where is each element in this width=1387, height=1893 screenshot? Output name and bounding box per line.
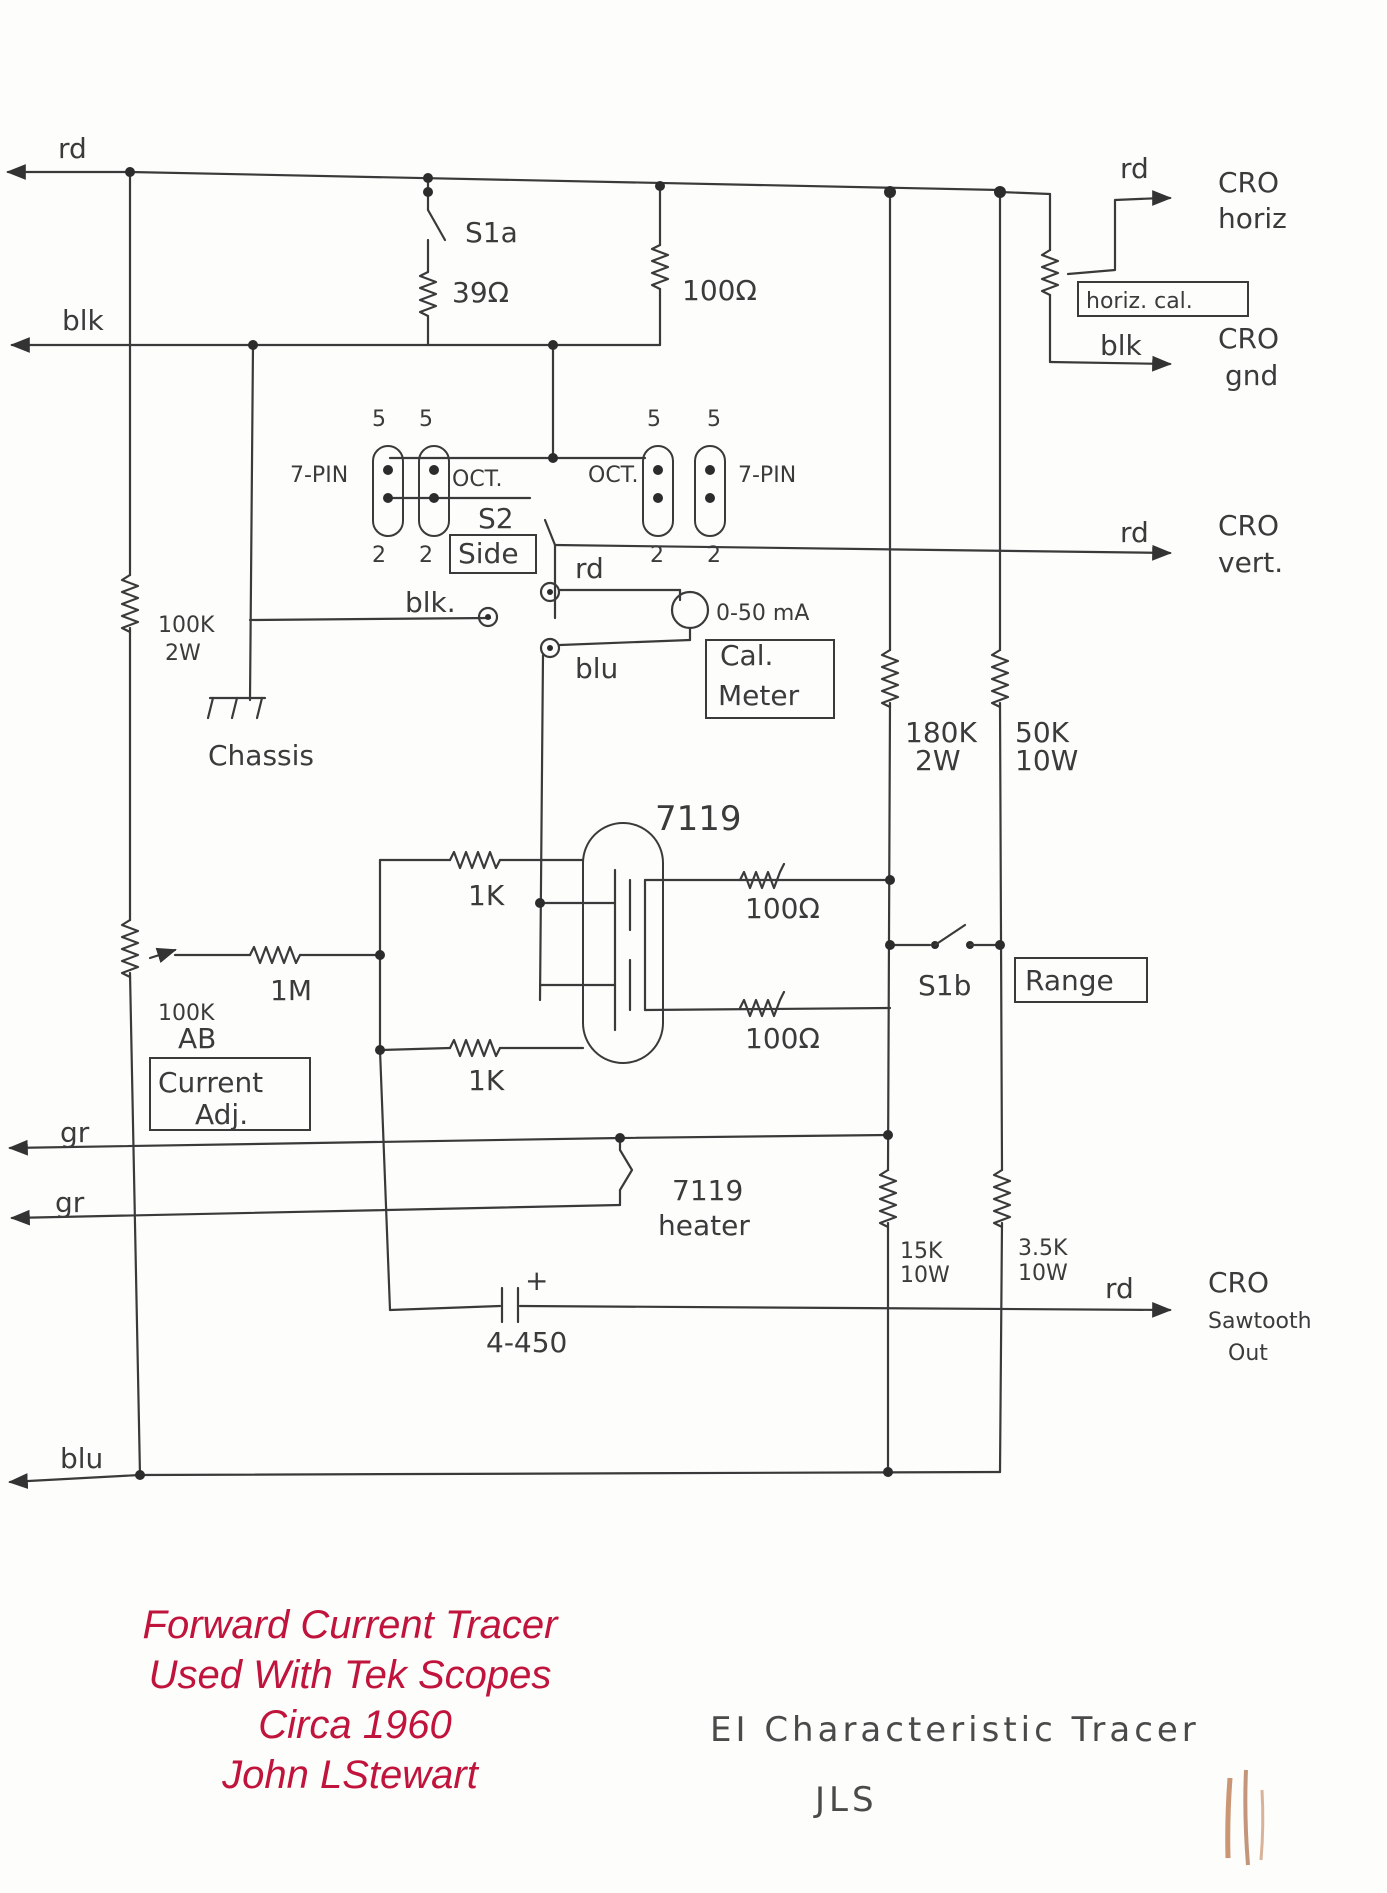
label-tube: 7119 [655,799,742,839]
label-chassis: Chassis [208,739,314,772]
left-bus [120,170,142,1477]
label-blu-bottom: blu [60,1442,103,1475]
capacitor-4-450 [388,1286,1172,1324]
label-cro-gnd-2: gnd [1225,359,1278,392]
label-meter-range: 0-50 mA [716,601,809,626]
label-180k-w: 2W [915,744,961,777]
label-gr-top: gr [60,1116,90,1149]
label-blk-gnd: blk [1100,329,1143,362]
label-horiz-cal: horiz. cal. [1086,289,1193,314]
heater-wires [8,1133,890,1226]
label-180k: 180K [905,716,977,749]
signature-initials: JLS [815,1780,878,1820]
label-rd-horiz: rd [1120,152,1149,185]
socket-wiring [248,343,1172,1002]
label-cro-gnd-1: CRO [1218,322,1279,355]
label-oct-right: OCT. [588,463,639,488]
label-pot-100k: 100K [158,1001,215,1026]
label-7pin-right: 7-PIN [738,463,796,488]
rail-blu-bottom [8,1470,1002,1489]
label-r100: 100Ω [682,274,757,307]
label-r39: 39Ω [452,276,509,309]
r100-top [650,184,670,347]
label-blk-jack: blk. [405,586,456,619]
tube-7119 [538,822,892,1064]
label-50k: 50K [1015,716,1070,749]
label-cro-horiz-1: CRO [1218,166,1279,199]
label-50k-w: 10W [1015,744,1078,777]
label-oct-left: OCT. [452,467,503,492]
bus-50k [990,190,1012,1474]
s1a-branch [418,176,447,347]
label-pin2-d: 2 [707,543,721,568]
label-1m: 1M [270,974,312,1007]
label-pin5-a: 5 [372,407,386,432]
junction-dots [125,167,1006,1480]
label-cal: Cal. [720,639,773,672]
label-pin2-b: 2 [419,543,433,568]
chassis-ground-symbol [206,696,267,720]
label-pin2-c: 2 [650,543,664,568]
caption-line-2: Used With Tek Scopes [148,1653,552,1697]
label-blu-jack: blu [575,652,618,685]
caption-line-4: John LStewart [222,1753,478,1797]
label-2w: 2W [165,641,201,666]
label-cro-horiz-2: horiz [1218,202,1287,235]
label-adj: Adj. [195,1098,248,1131]
current-adj-box [149,1057,311,1131]
horiz-cal-pot [998,190,1249,372]
label-100k: 100K [158,613,215,638]
label-100-tube-top: 100Ω [745,892,820,925]
caption-line-3: Circa 1960 [258,1703,452,1747]
label-1k-bottom: 1K [468,1064,505,1097]
label-pin5-c: 5 [647,407,661,432]
label-rd-top: rd [58,132,87,165]
label-3-5k: 3.5K [1018,1236,1068,1261]
label-15k: 15K [900,1239,943,1264]
label-s2: S2 [478,502,514,535]
label-15k-w: 10W [900,1263,950,1288]
label-pin2-a: 2 [372,543,386,568]
label-heater: heater [658,1209,750,1242]
label-rd-saw: rd [1105,1272,1134,1305]
label-cap-plus: + [525,1264,548,1297]
label-blk: blk [62,304,105,337]
label-s1b: S1b [918,969,971,1002]
bus-180k [878,190,900,1474]
label-cap: 4-450 [486,1326,567,1359]
label-cro-vert-2: vert. [1218,546,1283,579]
rail-rd-top [6,164,1002,192]
label-gr-bottom: gr [55,1186,85,1219]
label-cro-vert-1: CRO [1218,509,1279,542]
label-cro-saw-2: Sawtooth [1208,1309,1312,1334]
label-meter: Meter [718,679,800,712]
label-side: Side [458,537,519,570]
label-cro-saw-3: Out [1228,1341,1268,1366]
label-100-tube-bottom: 100Ω [745,1022,820,1055]
label-s1a: S1a [465,216,518,249]
label-pot-ab: AB [178,1022,216,1055]
pot-wiper [148,947,177,963]
label-pin5-d: 5 [707,407,721,432]
label-rd-jack: rd [575,552,604,585]
grid-network [173,850,786,1312]
signature-title: EI Characteristic Tracer [710,1710,1200,1750]
label-1k-top: 1K [468,879,505,912]
label-range: Range [1025,964,1114,997]
label-3-5k-w: 10W [1018,1261,1068,1286]
label-cro-saw-1: CRO [1208,1266,1269,1299]
label-7pin-left: 7-PIN [290,463,348,488]
label-pin5-b: 5 [419,407,433,432]
caption-line-1: Forward Current Tracer [142,1603,558,1647]
label-heater-7119: 7119 [672,1174,743,1207]
label-rd-vert: rd [1120,516,1149,549]
label-current: Current [158,1066,263,1099]
